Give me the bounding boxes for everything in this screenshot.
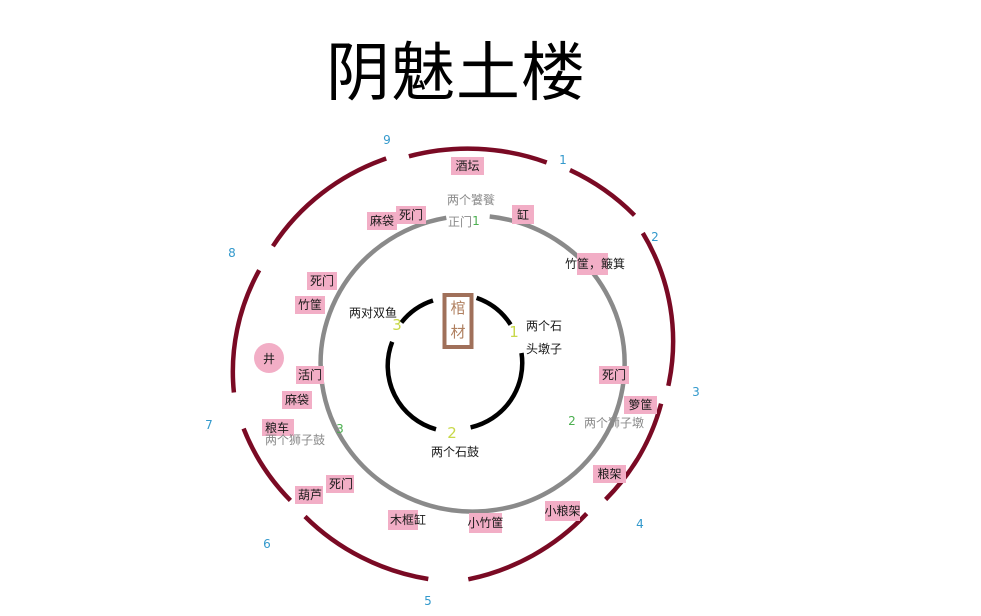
ring-label: 两个狮子鼓 (265, 433, 325, 447)
outer-ring (230, 146, 676, 582)
ring-numbers: 1 2 3 (336, 214, 576, 436)
outer-number: 9 (383, 133, 391, 147)
ring-labels: 两个饕餮 正门 两个狮子墩 两个狮子鼓 (265, 192, 644, 447)
ring-label: 两个狮子墩 (584, 416, 644, 430)
item-tags: 酒坛 缸 竹筐，簸箕 死门 箩筐 粮架 小粮架 小竹筐 木框缸 死门 葫芦 粮车… (262, 157, 657, 533)
inner-labels: 两对双鱼 两个石 头墩子 两个石鼓 (349, 306, 562, 459)
ring-number: 1 (472, 214, 480, 228)
inner-number: 2 (447, 424, 457, 442)
tag-label: 死门 (329, 476, 353, 491)
outer-number: 5 (424, 594, 432, 608)
ring-number: 2 (568, 414, 576, 428)
outer-arc (303, 514, 429, 582)
inner-label: 两对双鱼 (349, 306, 397, 320)
ring-label: 正门 (448, 214, 472, 229)
outer-arc (271, 156, 387, 248)
outer-arc (408, 146, 548, 165)
tag-label: 活门 (298, 367, 322, 382)
inner-label: 头墩子 (526, 342, 562, 356)
tag-label: 死门 (310, 273, 334, 288)
outer-arc (230, 269, 262, 393)
inner-numbers: 1 2 3 (392, 316, 519, 442)
inner-label: 两个石鼓 (431, 445, 479, 459)
coffin (442, 293, 474, 349)
tag-label: 木框缸 (390, 512, 426, 527)
tag-label: 缸 (517, 207, 529, 222)
outer-number: 4 (636, 517, 644, 531)
tag-label: 麻袋 (370, 213, 394, 228)
inner-ring (385, 295, 525, 432)
tag-label: 粮车 (265, 420, 289, 435)
coffin-char-1: 棺 (450, 299, 465, 317)
outer-number: 6 (263, 537, 271, 551)
tag-label: 死门 (399, 207, 423, 222)
inner-number: 1 (509, 323, 519, 341)
inner-arc (475, 295, 513, 326)
well-circle (254, 343, 284, 373)
inner-arc (399, 298, 434, 324)
well-label: 井 (263, 352, 275, 366)
outer-number: 2 (651, 230, 659, 244)
inner-arc (385, 340, 437, 432)
tag-label: 小粮架 (544, 503, 580, 518)
tag-label: 竹筐，簸箕 (565, 256, 625, 271)
outer-number: 7 (205, 418, 213, 432)
outer-numbers: 9 1 2 3 4 5 6 7 8 (205, 133, 700, 608)
middle-ring (318, 214, 627, 514)
outer-arc (640, 231, 676, 387)
inner-label: 两个石 (526, 319, 562, 333)
outer-arc (241, 427, 293, 502)
tag-label: 酒坛 (455, 159, 479, 173)
tag-label: 死门 (602, 367, 626, 382)
tag-label: 小竹筐 (467, 515, 503, 530)
ring-number: 3 (336, 422, 344, 436)
outer-arc (569, 168, 637, 217)
coffin-char-2: 材 (450, 323, 465, 341)
inner-arc (470, 352, 525, 430)
outer-number: 3 (692, 385, 700, 399)
outer-number: 8 (228, 246, 236, 260)
tag-label: 箩筐 (628, 397, 652, 412)
page-title: 阴魅土楼 (326, 37, 586, 111)
inner-number: 3 (392, 316, 402, 334)
tag-label: 麻袋 (285, 392, 309, 407)
outer-number: 1 (559, 153, 567, 167)
outer-arc (467, 512, 589, 582)
tag-label: 竹筐 (298, 297, 322, 312)
tag-label: 粮架 (597, 466, 621, 481)
tag-label: 葫芦 (298, 488, 322, 502)
ring-label: 两个饕餮 (447, 192, 495, 207)
outer-arc (604, 403, 664, 502)
